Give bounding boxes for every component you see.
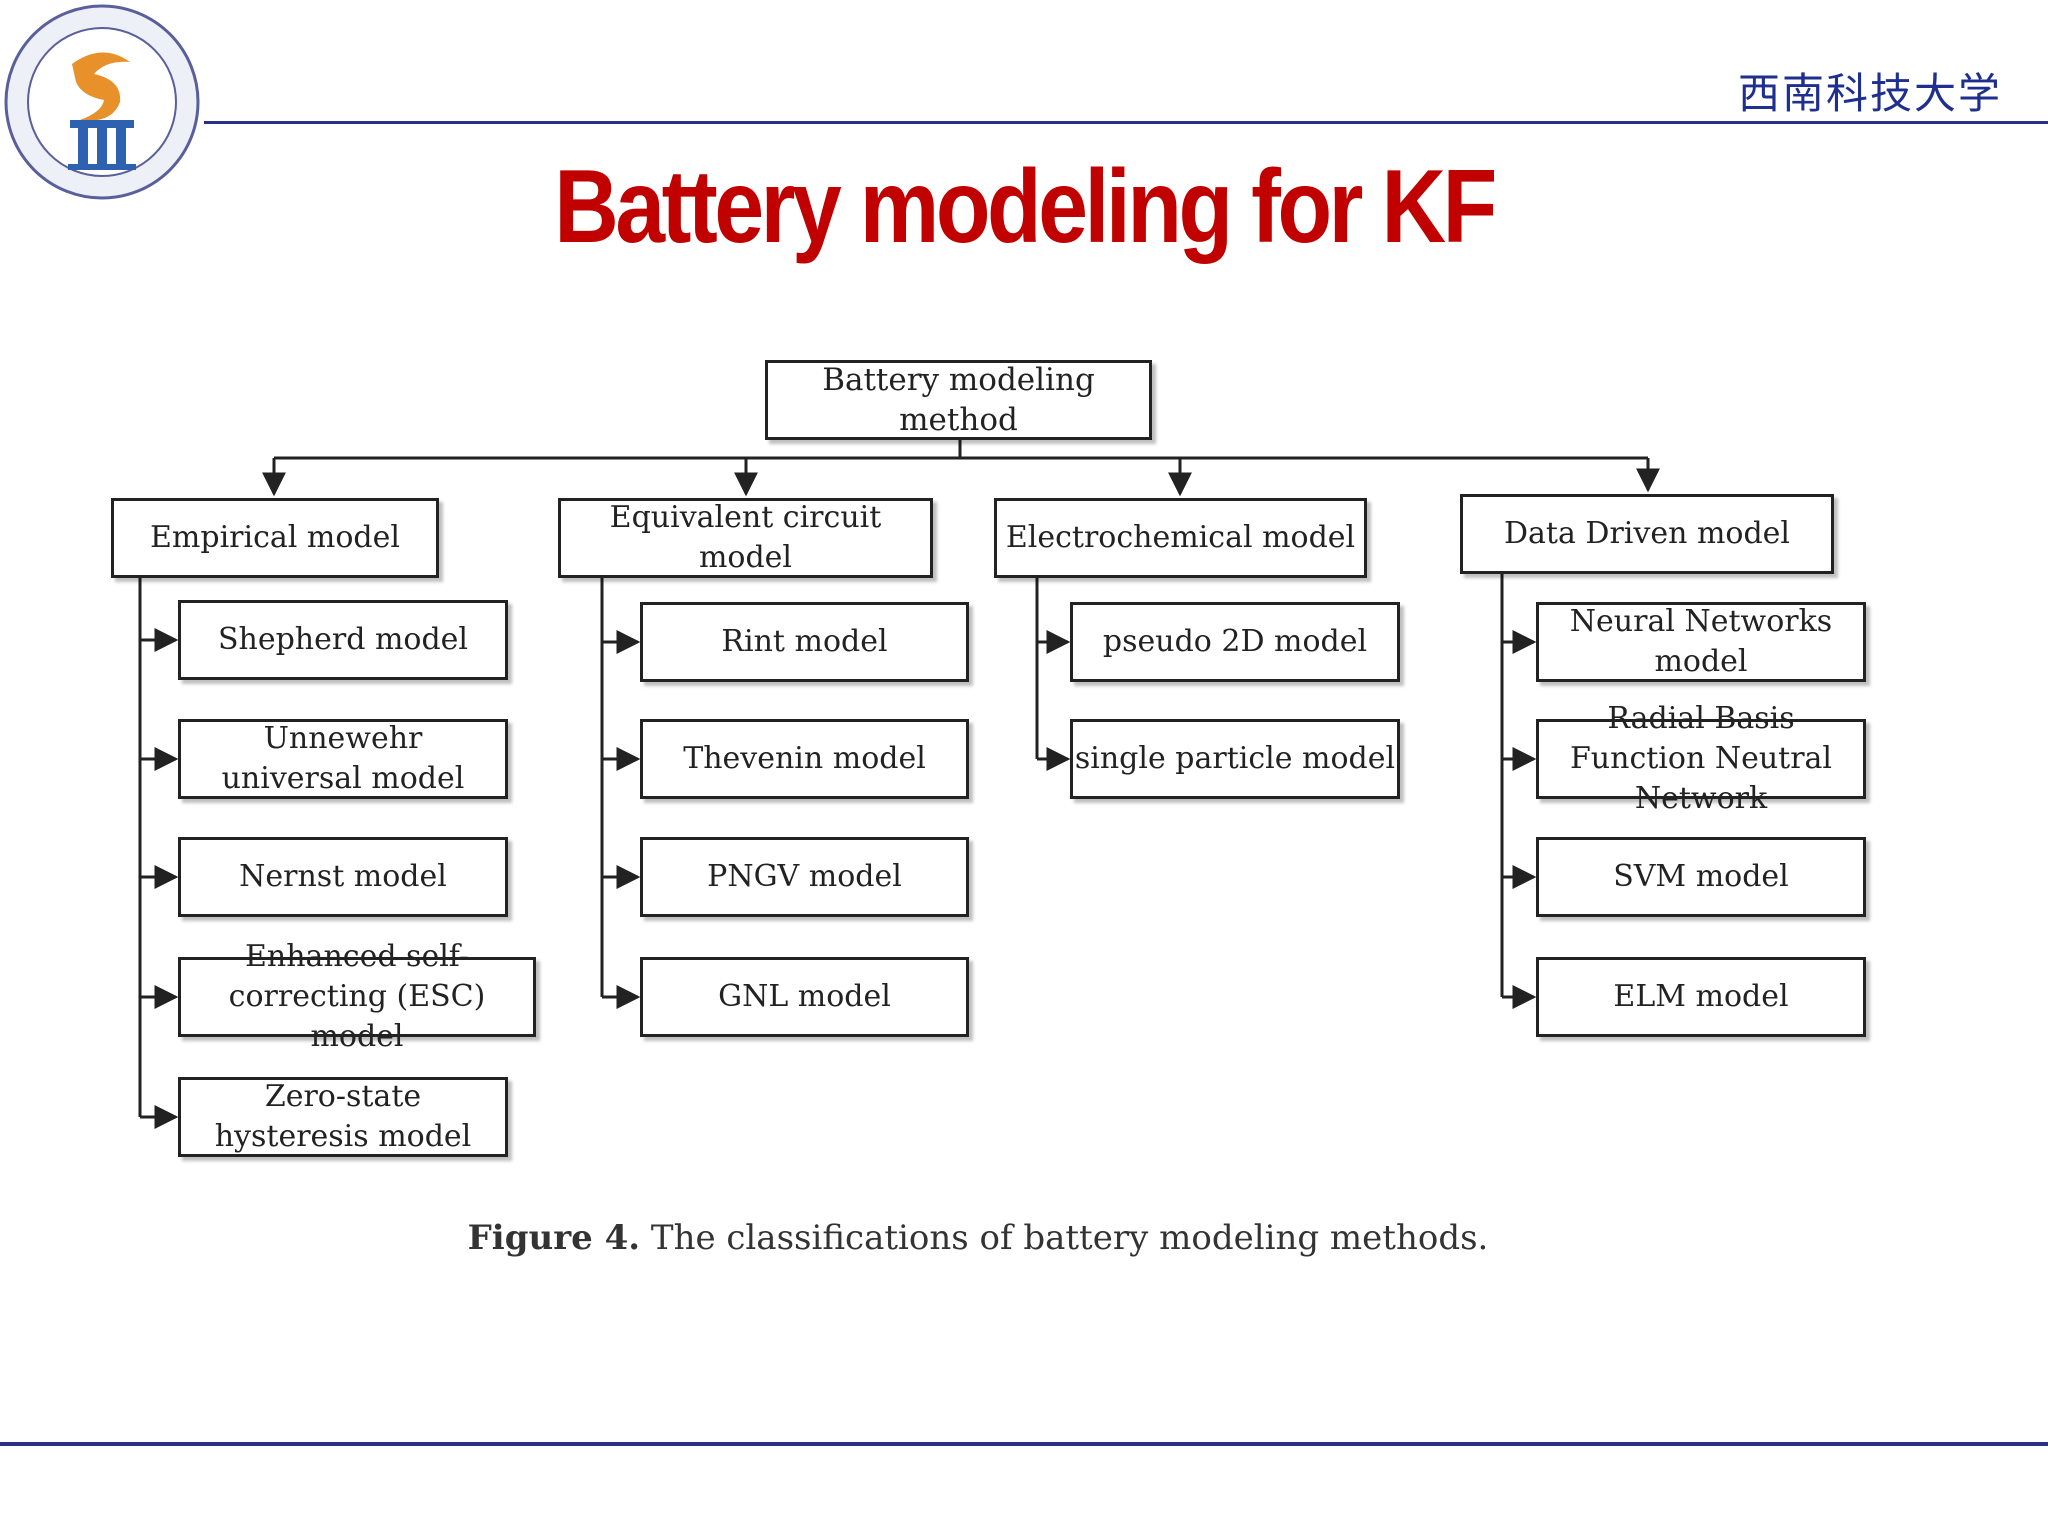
node-rbf-neural-network: Radial Basis Function Neutral Network — [1536, 701, 1866, 816]
node-label: PNGV model — [707, 859, 902, 894]
node-unnewehr-universal-model: Unnewehr universal model — [178, 719, 508, 799]
node-label: Neural Networks model — [1569, 604, 1833, 679]
node-single-particle-model: single particle model — [1070, 719, 1400, 799]
node-label: Zero-state hysteresis model — [214, 1079, 472, 1154]
node-label: Shepherd model — [217, 622, 469, 657]
slide-title: Battery modeling for KF — [554, 149, 1497, 265]
node-nernst-model: Nernst model — [178, 837, 508, 917]
category-label: Data Driven model — [1503, 516, 1791, 551]
node-shepherd-model: Shepherd model — [178, 600, 508, 680]
footer-divider — [0, 1442, 2048, 1446]
node-label: Unnewehr universal model — [221, 721, 465, 796]
figure-label: Figure 4. — [467, 1218, 641, 1258]
node-pseudo-2d-model: pseudo 2D model — [1070, 602, 1400, 682]
node-label: Rint model — [721, 624, 888, 659]
category-label: Empirical model — [150, 520, 400, 555]
category-label: Electrochemical model — [1005, 520, 1356, 555]
node-thevenin-model: Thevenin model — [640, 719, 969, 799]
header-divider — [204, 121, 2048, 124]
node-gnl-model: GNL model — [640, 957, 969, 1037]
root-node: Battery modeling method — [765, 360, 1152, 440]
node-zero-state-hysteresis-model: Zero-state hysteresis model — [178, 1077, 508, 1157]
node-label: Nernst model — [239, 859, 447, 894]
category-empirical: Empirical model — [111, 498, 439, 578]
node-label: SVM model — [1613, 859, 1789, 894]
node-label: GNL model — [718, 979, 891, 1014]
node-label: Thevenin model — [683, 741, 926, 776]
node-pngv-model: PNGV model — [640, 837, 969, 917]
figure-caption: Figure 4. The classifications of battery… — [0, 1218, 1956, 1258]
category-equivalent-circuit: Equivalent circuit model — [558, 498, 933, 578]
category-data-driven: Data Driven model — [1460, 494, 1834, 574]
node-label: Enhanced self-correcting (ESC) model — [228, 939, 486, 1054]
node-rint-model: Rint model — [640, 602, 969, 682]
category-electrochemical: Electrochemical model — [994, 498, 1367, 578]
node-label: ELM model — [1613, 979, 1789, 1014]
node-label: pseudo 2D model — [1102, 624, 1368, 659]
node-label: single particle model — [1074, 741, 1396, 776]
university-name: 西南科技大学 — [1737, 69, 2002, 118]
root-node-label: Battery modeling method — [822, 362, 1095, 438]
node-esc-model: Enhanced self-correcting (ESC) model — [178, 939, 536, 1054]
node-label: Radial Basis Function Neutral Network — [1569, 701, 1833, 816]
figure-caption-text: The classifications of battery modeling … — [650, 1218, 1489, 1258]
category-label: Equivalent circuit model — [609, 500, 882, 575]
node-neural-networks-model: Neural Networks model — [1536, 602, 1866, 682]
node-elm-model: ELM model — [1536, 957, 1866, 1037]
university-logo — [4, 4, 200, 200]
node-svm-model: SVM model — [1536, 837, 1866, 917]
